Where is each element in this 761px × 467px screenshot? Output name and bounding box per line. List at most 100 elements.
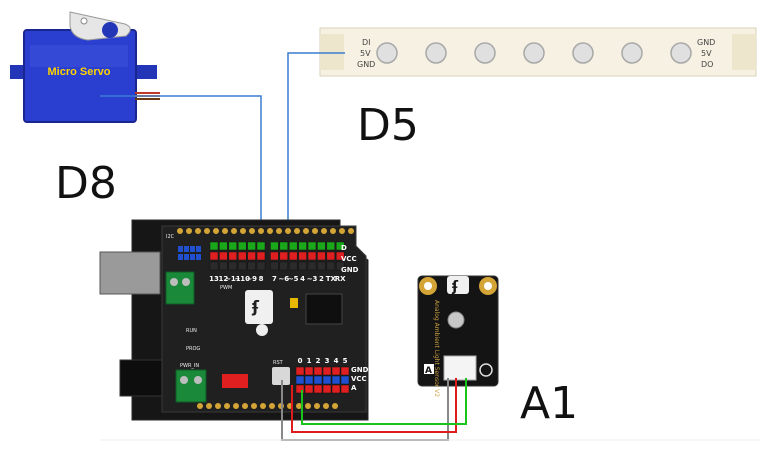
analog-pin[interactable] xyxy=(313,384,323,394)
i2c-pin[interactable] xyxy=(178,254,183,260)
digital-pin[interactable] xyxy=(237,251,247,261)
sensor-mount-hole-center xyxy=(484,282,492,290)
analog-pin-label: 0 xyxy=(298,357,303,365)
sun-icon xyxy=(479,363,493,377)
i2c-pin[interactable] xyxy=(196,246,201,252)
analog-pin[interactable] xyxy=(331,384,341,394)
digital-pin[interactable] xyxy=(247,241,256,251)
digital-pin[interactable] xyxy=(247,261,256,271)
led-strip: DI 5V GND GND 5V DO xyxy=(319,27,757,77)
strip-pin-label: D5 xyxy=(357,100,419,151)
digital-pin[interactable] xyxy=(279,251,289,261)
digital-pin[interactable] xyxy=(228,251,238,261)
analog-pin[interactable] xyxy=(340,366,350,376)
pad xyxy=(303,228,309,234)
analog-pin[interactable] xyxy=(331,375,341,385)
digital-pin[interactable] xyxy=(326,261,336,271)
digital-pin[interactable] xyxy=(307,251,317,261)
digital-pin[interactable] xyxy=(279,261,289,271)
digital-pin[interactable] xyxy=(307,261,317,271)
digital-pin[interactable] xyxy=(219,261,228,271)
reset-button[interactable] xyxy=(272,367,290,385)
analog-pin[interactable] xyxy=(340,384,350,394)
analog-pin[interactable] xyxy=(295,384,305,394)
analog-pin[interactable] xyxy=(304,375,314,385)
digital-pin[interactable] xyxy=(209,261,219,271)
i2c-pin[interactable] xyxy=(184,246,189,252)
digital-pin[interactable] xyxy=(270,251,279,261)
analog-pin-label: 1 xyxy=(307,357,312,365)
digital-pin[interactable] xyxy=(219,241,228,251)
i2c-pin[interactable] xyxy=(190,254,195,260)
digital-pin[interactable] xyxy=(326,241,336,251)
analog-pin[interactable] xyxy=(322,366,332,376)
led-7 xyxy=(670,42,692,64)
pad xyxy=(323,403,329,409)
digital-pin[interactable] xyxy=(335,241,345,251)
led-strip-right-pad xyxy=(732,34,756,70)
analog-pin[interactable] xyxy=(331,366,341,376)
i2c-pin[interactable] xyxy=(184,254,189,260)
digital-pin[interactable] xyxy=(256,241,266,251)
strip-in-pin-2: GND xyxy=(357,60,375,69)
digital-pin[interactable] xyxy=(335,261,345,271)
analog-pin[interactable] xyxy=(295,366,305,376)
digital-pin[interactable] xyxy=(298,261,307,271)
digital-pin[interactable] xyxy=(256,251,266,261)
pad xyxy=(305,403,311,409)
digital-pin[interactable] xyxy=(317,251,326,261)
terminal-screw xyxy=(170,278,178,286)
digital-pin[interactable] xyxy=(317,261,326,271)
analog-pin-label: 5 xyxy=(343,357,348,365)
digital-pin-label: 12 xyxy=(219,275,229,283)
digital-pin[interactable] xyxy=(298,241,307,251)
prog-label: PROG xyxy=(186,346,200,352)
i2c-pin[interactable] xyxy=(178,246,183,252)
i2c-pin[interactable] xyxy=(196,254,201,260)
sensor-wire-red xyxy=(291,378,457,433)
analog-pin[interactable] xyxy=(313,366,323,376)
analog-pin[interactable] xyxy=(322,384,332,394)
pad xyxy=(215,403,221,409)
digital-pin[interactable] xyxy=(256,261,266,271)
digital-pin[interactable] xyxy=(288,251,298,261)
analog-pin[interactable] xyxy=(340,375,350,385)
digital-pin[interactable] xyxy=(237,241,247,251)
digital-pin[interactable] xyxy=(270,241,279,251)
sensor-tag-box xyxy=(424,364,434,374)
digital-pin[interactable] xyxy=(335,251,345,261)
digital-pin[interactable] xyxy=(307,241,317,251)
strip-out-pin-0: GND xyxy=(697,38,715,47)
digital-pin[interactable] xyxy=(279,241,289,251)
digital-pin[interactable] xyxy=(209,241,219,251)
digital-pin[interactable] xyxy=(326,251,336,261)
analog-pin[interactable] xyxy=(304,366,314,376)
analog-headers xyxy=(295,366,350,394)
digital-pin-label: 8 xyxy=(259,275,264,283)
digital-pin[interactable] xyxy=(228,261,238,271)
digital-pin[interactable] xyxy=(288,241,298,251)
digital-pin[interactable] xyxy=(288,261,298,271)
analog-pin[interactable] xyxy=(295,375,305,385)
i2c-pin[interactable] xyxy=(190,246,195,252)
digital-pin[interactable] xyxy=(247,251,256,261)
analog-rail-gnd: GND xyxy=(351,366,369,374)
led-1 xyxy=(376,42,398,64)
top-pads xyxy=(177,228,354,234)
digital-pin[interactable] xyxy=(270,261,279,271)
servo-shaft xyxy=(102,22,118,38)
digital-pin[interactable] xyxy=(228,241,238,251)
digital-pin-label: ~5 xyxy=(288,275,299,283)
digital-pin[interactable] xyxy=(237,261,247,271)
digital-pin[interactable] xyxy=(317,241,326,251)
digital-pin[interactable] xyxy=(209,251,219,261)
digital-pin[interactable] xyxy=(298,251,307,261)
analog-pin[interactable] xyxy=(304,384,314,394)
digital-pin-label: RX xyxy=(335,275,346,283)
digital-headers xyxy=(209,241,345,271)
analog-pin[interactable] xyxy=(313,375,323,385)
analog-pin[interactable] xyxy=(322,375,332,385)
digital-pin[interactable] xyxy=(219,251,228,261)
